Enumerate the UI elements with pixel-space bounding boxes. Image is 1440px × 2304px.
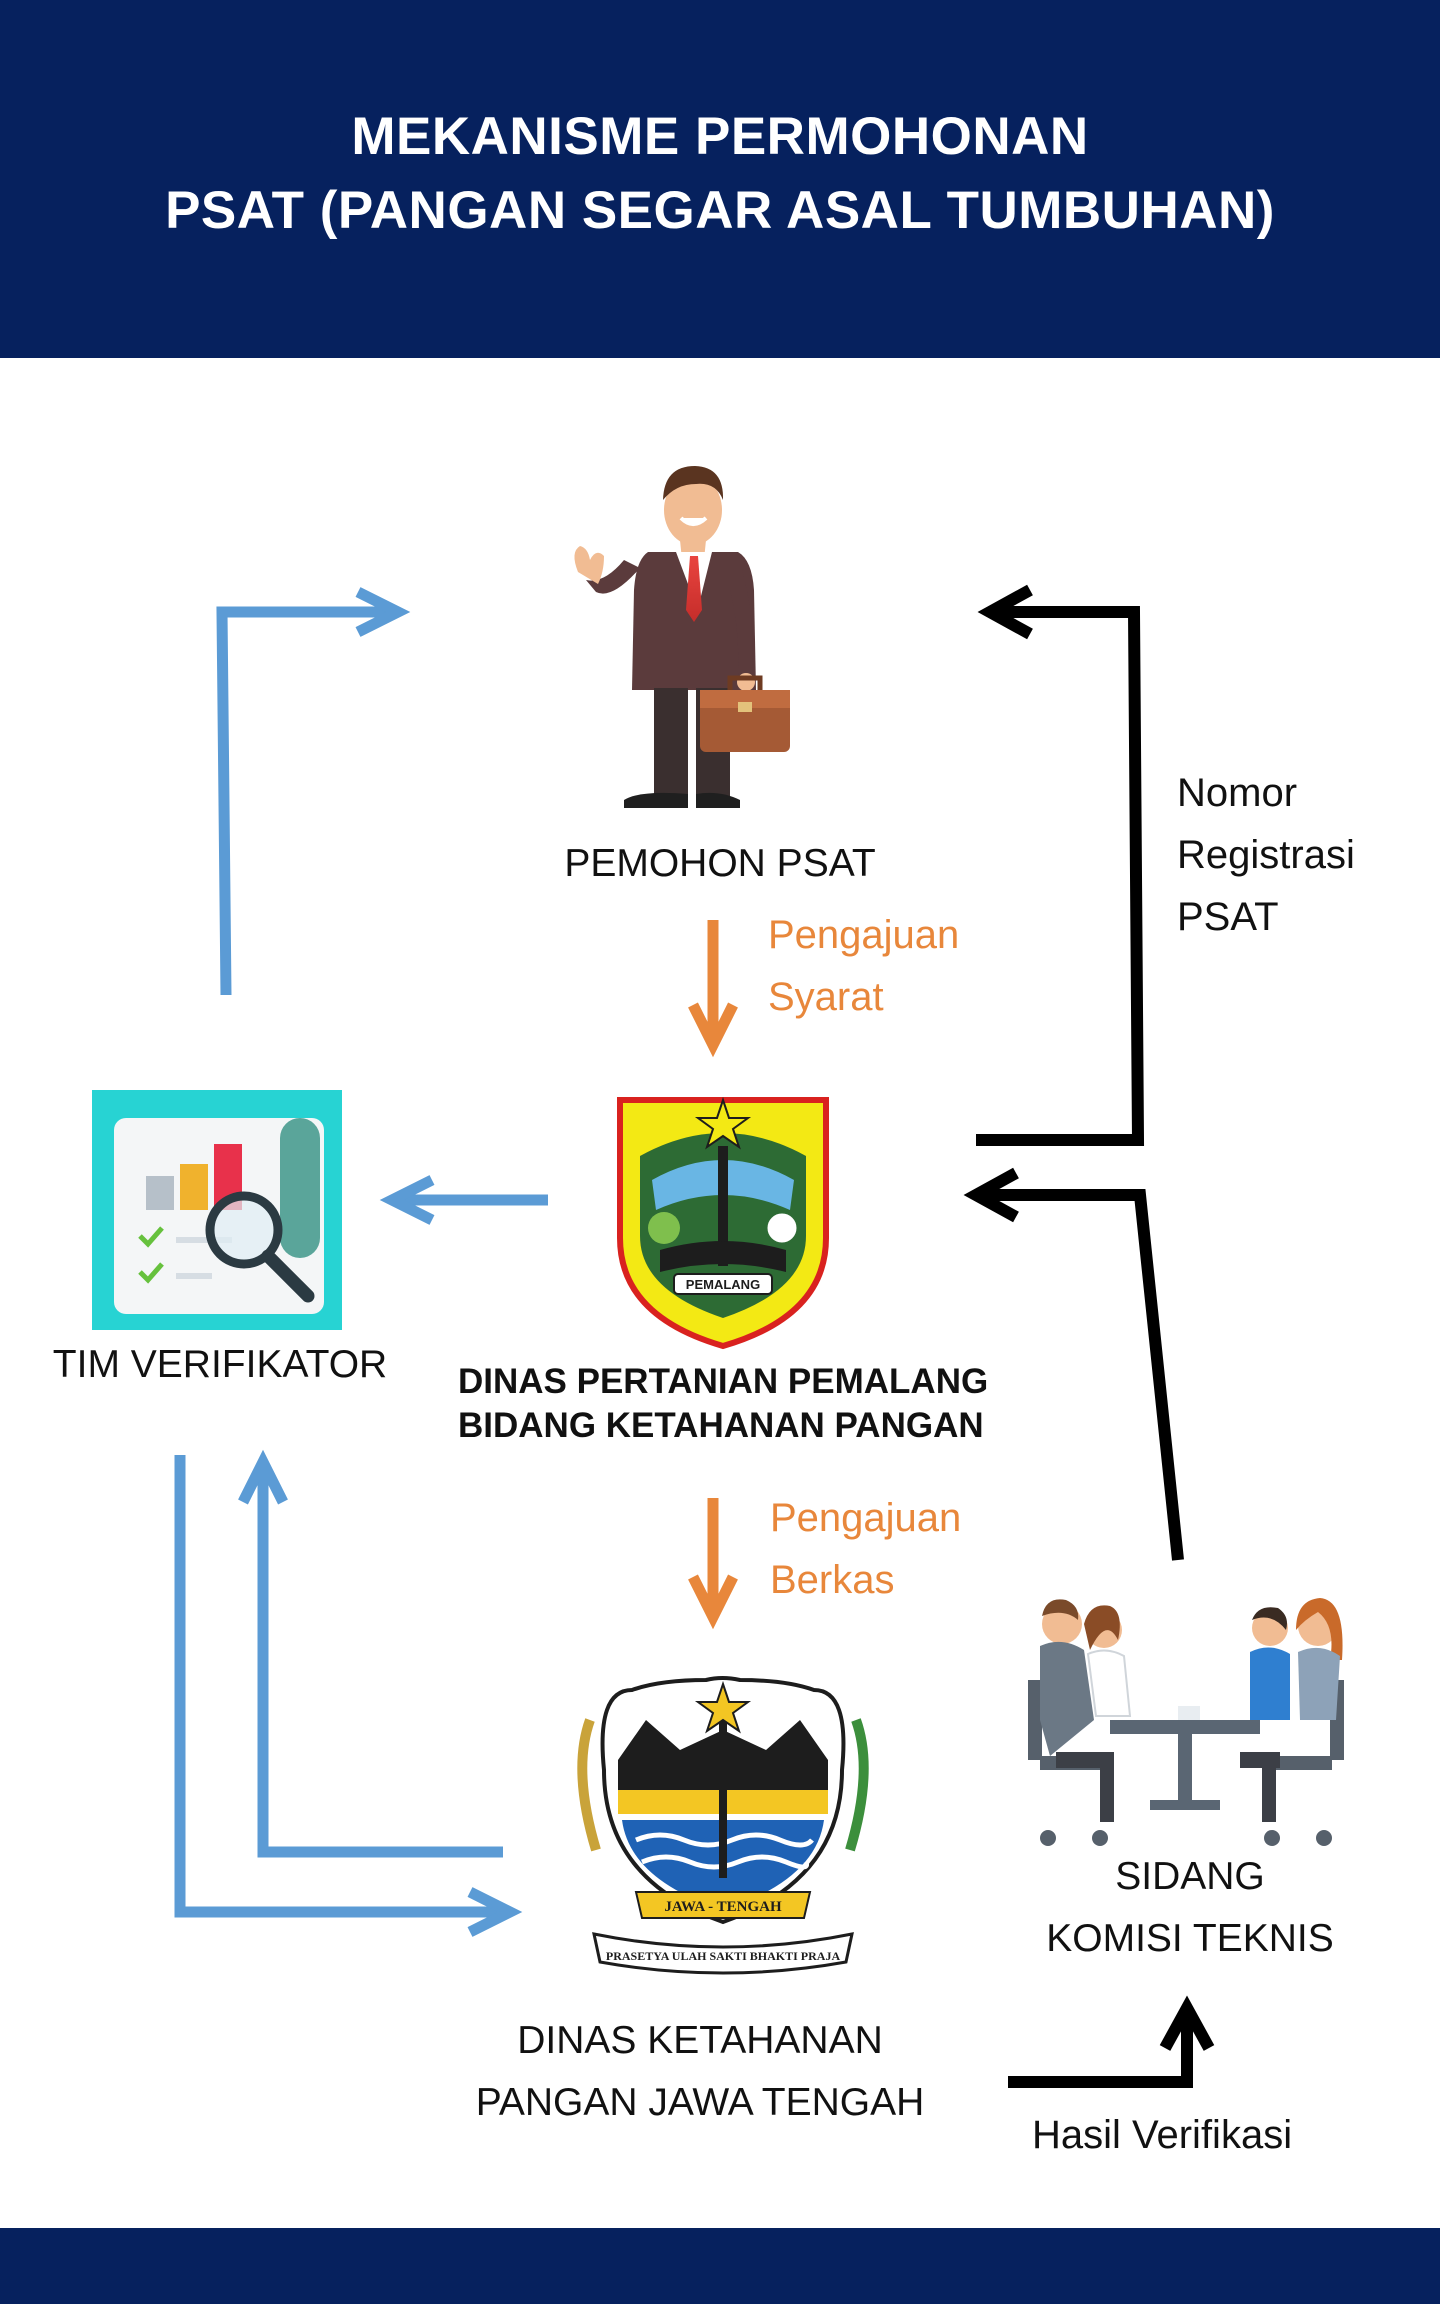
- pemalang-emblem-text: PEMALANG: [686, 1277, 760, 1292]
- pengajuan-syarat-line-2: Syarat: [768, 975, 884, 1019]
- businessman-icon: [574, 466, 790, 808]
- sidang-line-1: SIDANG: [1115, 1855, 1265, 1898]
- pengajuan-syarat-line-1: Pengajuan: [768, 913, 960, 957]
- dinas-pemalang-line-1: DINAS PERTANIAN PEMALANG: [458, 1362, 989, 1401]
- sidang-line-2: KOMISI TEKNIS: [1046, 1917, 1334, 1960]
- arrow-hasil-verifikasi: [1008, 1995, 1215, 2088]
- arrow-pengajuan-syarat: [688, 920, 738, 1058]
- arrow-pemalang-to-verifikator: [379, 1175, 548, 1225]
- arrow-pengajuan-berkas: [688, 1498, 738, 1630]
- footer-band: [0, 2228, 1440, 2304]
- arrow-verifikator-to-jateng: [174, 1455, 523, 1937]
- nomor-registrasi-line-3: PSAT: [1177, 895, 1279, 939]
- arrow-verifikator-to-pemohon: [216, 587, 411, 996]
- pemohon-psat-label: PEMOHON PSAT: [564, 842, 876, 885]
- dinas-pemalang-line-2: BIDANG KETAHANAN PANGAN: [458, 1406, 984, 1445]
- tim-verifikator-label: TIM VERIFIKATOR: [52, 1343, 388, 1386]
- jawa-tengah-motto: PRASETYA ULAH SAKTI BHAKTI PRAJA: [606, 1949, 841, 1963]
- nomor-registrasi-line-1: Nomor: [1177, 771, 1298, 815]
- pemalang-emblem: PEMALANG: [617, 1096, 829, 1350]
- nomor-registrasi-line-2: Registrasi: [1177, 833, 1355, 877]
- jawa-tengah-emblem: JAWA - TENGAH PRASETYA ULAH SAKTI BHAKTI…: [577, 1676, 869, 1975]
- header-banner: MEKANISME PERMOHONAN PSAT (PANGAN SEGAR …: [0, 0, 1440, 358]
- dinas-jateng-line-1: DINAS KETAHANAN: [517, 2019, 883, 2062]
- title-line-1: MEKANISME PERMOHONAN: [351, 107, 1089, 166]
- meeting-icon: [1028, 1598, 1344, 1846]
- arrow-jateng-to-verifikator: [238, 1449, 503, 1858]
- hasil-verifikasi-label: Hasil Verifikasi: [1032, 2113, 1293, 2157]
- pengajuan-berkas-line-2: Berkas: [770, 1558, 895, 1602]
- title-line-2: PSAT (PANGAN SEGAR ASAL TUMBUHAN): [165, 181, 1275, 240]
- arrow-nomor-registrasi: [976, 584, 1145, 1146]
- pengajuan-berkas-line-1: Pengajuan: [770, 1496, 962, 1540]
- dinas-jateng-line-2: PANGAN JAWA TENGAH: [475, 2081, 925, 2124]
- arrow-sidang-to-pemalang: [963, 1167, 1184, 1561]
- jawa-tengah-emblem-text: JAWA - TENGAH: [664, 1899, 782, 1915]
- report-magnifier-icon: [92, 1090, 342, 1330]
